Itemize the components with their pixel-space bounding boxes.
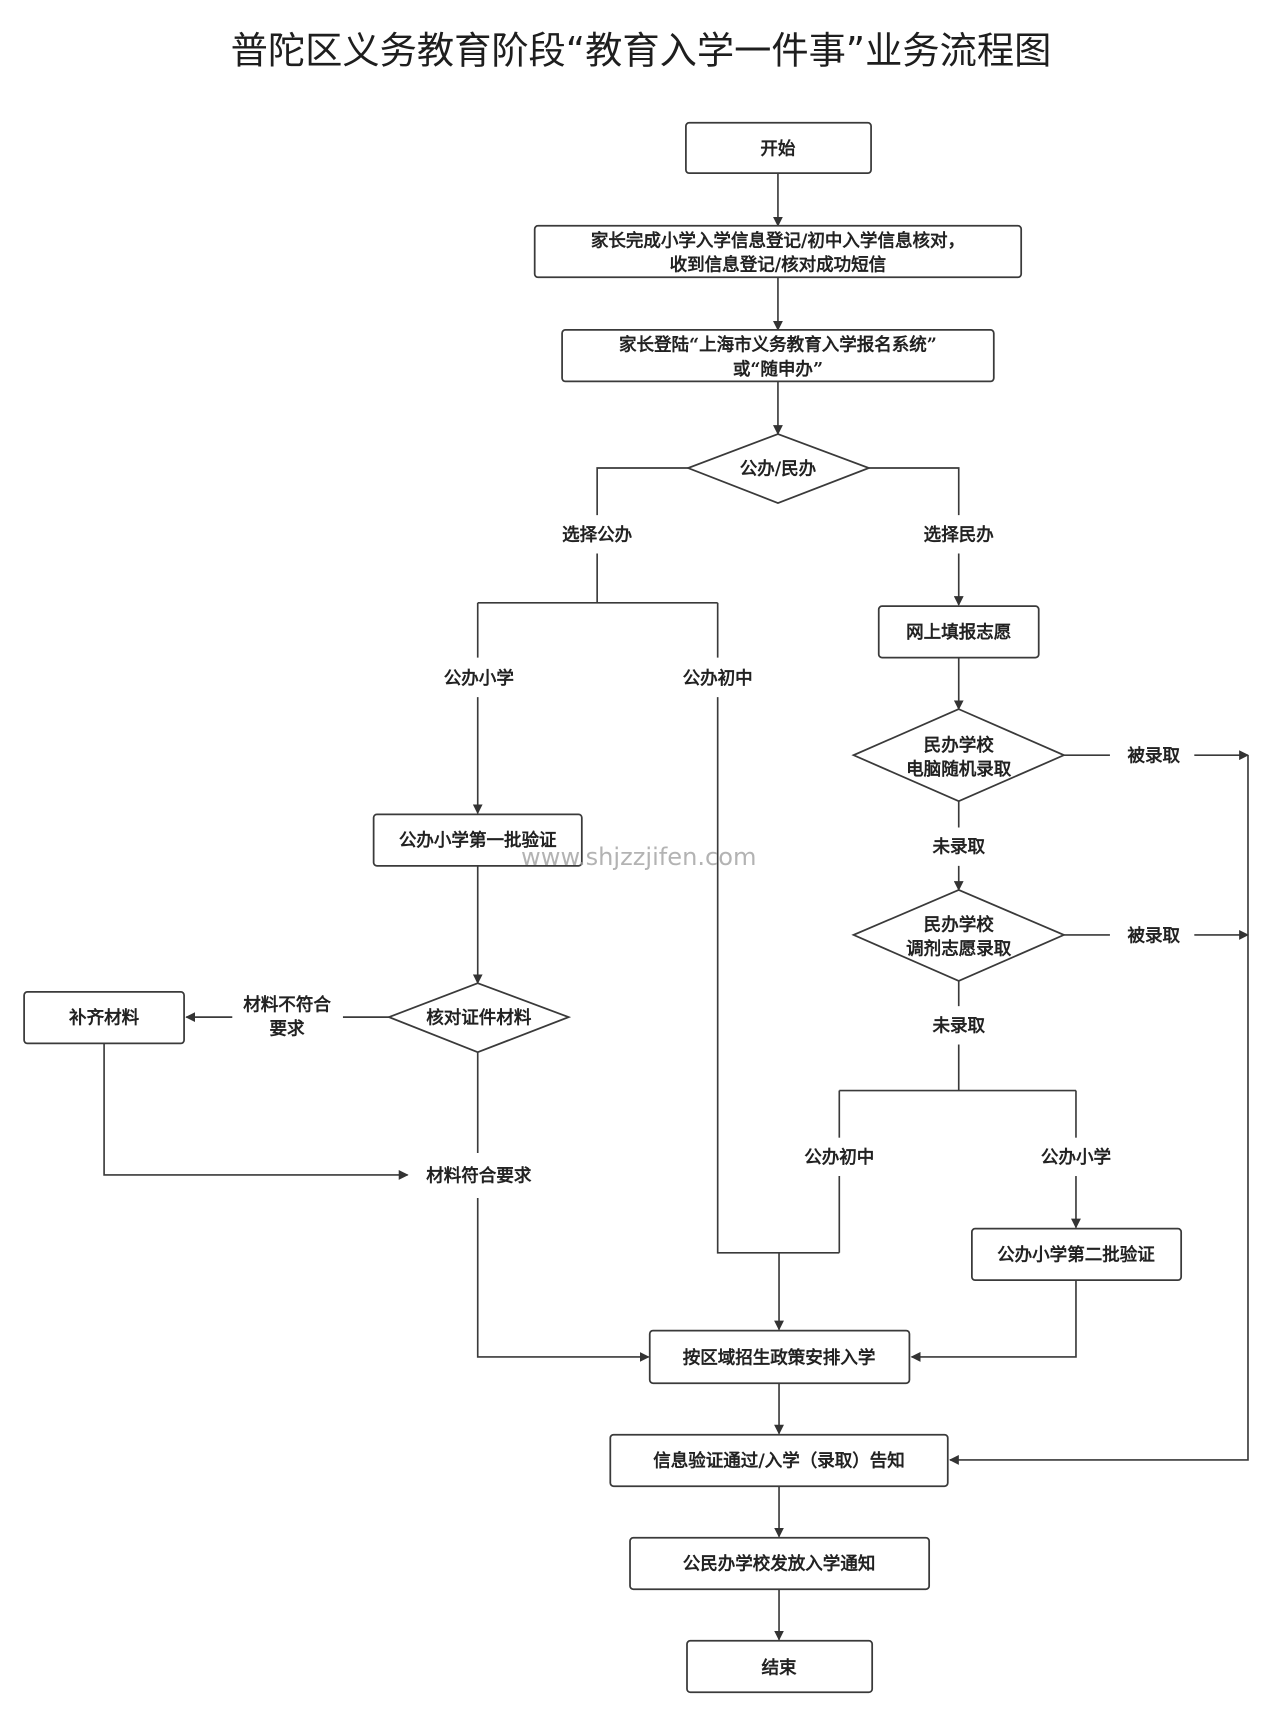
issue-notice-node-label: 公民办学校发放入学通知: [683, 1554, 876, 1575]
label-admitted-1: 被录取: [1127, 746, 1180, 767]
private-adjust-decision-shape: [851, 889, 1067, 982]
label-docs-not-ok-line2: 要求: [270, 1019, 306, 1040]
arrange-node[interactable]: 按区域招生政策安排入学: [648, 1329, 911, 1385]
public-private-decision-shape: [685, 433, 872, 505]
fill-wish-node[interactable]: 网上填报志愿: [877, 605, 1040, 659]
notify-result-node-label: 信息验证通过/入学（录取）告知: [653, 1450, 905, 1471]
private-lottery-label-line2: 电脑随机录取: [906, 759, 1012, 780]
edge-public-middle-bottom: [716, 697, 840, 1254]
issue-notice-node[interactable]: 公民办学校发放入学通知: [629, 1536, 931, 1591]
end-node-shape: [686, 1639, 874, 1694]
arrange-node-shape: [648, 1329, 911, 1385]
notify-result-node[interactable]: 信息验证通过/入学（录取）告知: [609, 1433, 949, 1488]
edges: [103, 173, 1249, 1641]
register-node-label-line2: 收到信息登记/核对成功短信: [670, 255, 887, 276]
notify-result-node-shape: [609, 1433, 949, 1488]
label-choose-public: 选择公办: [562, 524, 633, 545]
primary-batch1-node[interactable]: 公办小学第一批验证: [372, 813, 583, 867]
private-adjust-label-line1: 民办学校: [924, 915, 995, 936]
check-docs-decision-label: 核对证件材料: [426, 1008, 532, 1029]
login-node-label-line2: 或“随申办”: [733, 359, 823, 380]
edge-choose-public-top: [596, 467, 689, 516]
label-not-admitted-1: 未录取: [931, 837, 985, 858]
login-node-shape: [561, 329, 995, 383]
label-public-primary-2: 公办小学: [1041, 1147, 1111, 1168]
edge-batch2-arrange: [910, 1280, 1077, 1362]
primary-batch2-node-label: 公办小学第二批验证: [997, 1244, 1155, 1265]
supplement-node-shape: [23, 991, 185, 1045]
start-node-shape: [685, 121, 872, 175]
register-node-label-line1: 家长完成小学入学信息登记/初中入学信息核对，: [591, 231, 965, 252]
edge-choose-private-top: [868, 467, 960, 516]
public-private-decision-label: 公办/民办: [740, 459, 817, 480]
login-node[interactable]: 家长登陆“上海市义务教育入学报名系统” 或“随申办”: [561, 329, 995, 383]
label-not-admitted-2: 未录取: [931, 1015, 985, 1036]
label-public-middle-2: 公办初中: [804, 1147, 874, 1168]
private-lottery-label-line1: 民办学校: [924, 735, 995, 756]
watermark-text: www.shjzzjifen.com: [521, 843, 756, 871]
arrange-node-label: 按区域招生政策安排入学: [683, 1347, 876, 1368]
end-node-label: 结束: [762, 1658, 798, 1679]
primary-batch1-node-label: 公办小学第一批验证: [399, 830, 557, 851]
private-lottery-decision[interactable]: 民办学校 电脑随机录取: [851, 708, 1067, 803]
edge-check-ok-bottom: [476, 1197, 650, 1362]
label-admitted-2: 被录取: [1127, 925, 1180, 946]
register-node-shape: [533, 224, 1023, 279]
supplement-node-label: 补齐材料: [68, 1008, 140, 1029]
login-node-label-line1: 家长登陆“上海市义务教育入学报名系统”: [619, 335, 937, 356]
label-public-middle: 公办初中: [683, 668, 753, 689]
primary-batch1-node-shape: [372, 813, 583, 867]
start-node[interactable]: 开始: [685, 121, 872, 175]
diagram-title: 普陀区义务教育阶段“教育入学一件事”业务流程图: [231, 29, 1052, 73]
primary-batch2-node[interactable]: 公办小学第二批验证: [971, 1227, 1183, 1282]
edge-admitted-bus: [948, 755, 1249, 1465]
check-docs-decision[interactable]: 核对证件材料: [386, 982, 572, 1054]
label-choose-private: 选择民办: [924, 524, 995, 545]
private-adjust-label-line2: 调剂志愿录取: [906, 939, 1012, 960]
public-private-decision[interactable]: 公办/民办: [685, 433, 872, 505]
primary-batch2-node-shape: [971, 1227, 1183, 1282]
supplement-node[interactable]: 补齐材料: [23, 991, 185, 1045]
issue-notice-node-shape: [629, 1536, 931, 1591]
start-node-label: 开始: [760, 139, 796, 160]
label-docs-not-ok-line1: 材料不符合: [243, 995, 331, 1016]
label-public-primary: 公办小学: [444, 668, 514, 689]
fill-wish-node-label: 网上填报志愿: [906, 622, 1012, 643]
check-docs-decision-shape: [386, 982, 572, 1054]
edge-supplement-ok: [103, 1043, 409, 1180]
edge-labels: 选择公办 选择民办 公办小学 公办初中 被录取 未录取 被录取 未录取 材料不符…: [243, 524, 1180, 1186]
private-adjust-decision[interactable]: 民办学校 调剂志愿录取: [851, 889, 1067, 982]
end-node[interactable]: 结束: [686, 1639, 874, 1694]
private-lottery-decision-shape: [851, 708, 1067, 803]
label-docs-ok: 材料符合要求: [426, 1166, 532, 1187]
register-node[interactable]: 家长完成小学入学信息登记/初中入学信息核对， 收到信息登记/核对成功短信: [533, 224, 1023, 279]
fill-wish-node-shape: [877, 605, 1040, 659]
